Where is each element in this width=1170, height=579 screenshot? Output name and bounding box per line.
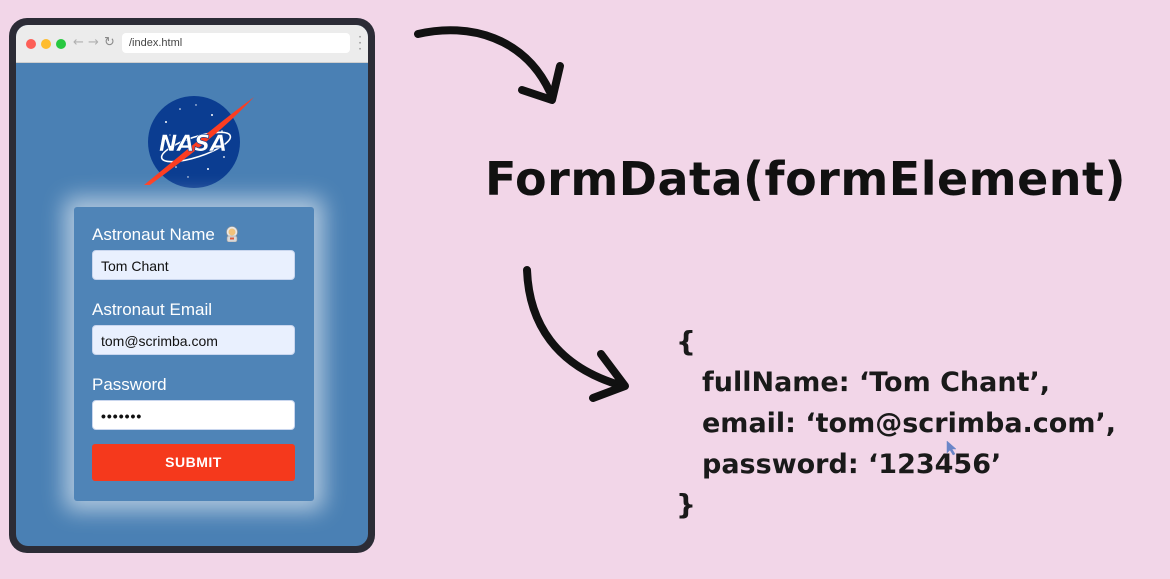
browser-toolbar: ← → ↻ /index.html ···: [16, 25, 368, 63]
more-menu-icon[interactable]: ···: [358, 30, 362, 56]
formdata-constructor-text: FormData(formElement): [485, 152, 1127, 206]
tablet-frame: ← → ↻ /index.html ··· NASA Astronaut Nam…: [9, 18, 375, 553]
forward-arrow-icon[interactable]: →: [88, 35, 99, 50]
curved-arrow-icon: [523, 266, 629, 402]
mouse-cursor-icon: [946, 440, 957, 456]
object-line-fullname: fullName: ‘Tom Chant’,: [702, 367, 1051, 398]
object-line-email: email: ‘tom@scrimba.com’,: [702, 408, 1117, 439]
astronaut-emoji-icon: [225, 226, 238, 242]
nasa-logo-text: NASA: [159, 132, 227, 157]
submit-button[interactable]: SUBMIT: [92, 444, 295, 481]
browser-window: ← → ↻ /index.html ··· NASA Astronaut Nam…: [16, 25, 368, 546]
close-brace: }: [676, 488, 696, 521]
minimize-window-button[interactable]: [41, 39, 51, 49]
reload-icon[interactable]: ↻: [104, 35, 115, 50]
formdata-object-output: { fullName: ‘Tom Chant’, email: ‘tom@scr…: [676, 322, 1116, 525]
address-bar[interactable]: /index.html: [122, 33, 350, 53]
back-arrow-icon[interactable]: ←: [73, 35, 84, 50]
password-input[interactable]: •••••••: [92, 400, 295, 430]
name-input[interactable]: Tom Chant: [92, 250, 295, 280]
close-window-button[interactable]: [26, 39, 36, 49]
email-label: Astronaut Email: [92, 300, 212, 319]
curved-arrow-icon: [414, 26, 564, 104]
open-brace: {: [676, 325, 696, 358]
password-label: Password: [92, 375, 167, 394]
name-label: Astronaut Name: [92, 225, 240, 245]
email-input[interactable]: tom@scrimba.com: [92, 325, 295, 355]
nasa-logo: NASA: [144, 96, 254, 188]
maximize-window-button[interactable]: [56, 39, 66, 49]
signup-form: Astronaut Name Tom Chant Astronaut Email…: [74, 207, 314, 501]
object-line-password: password: ‘123456’: [702, 449, 1002, 480]
